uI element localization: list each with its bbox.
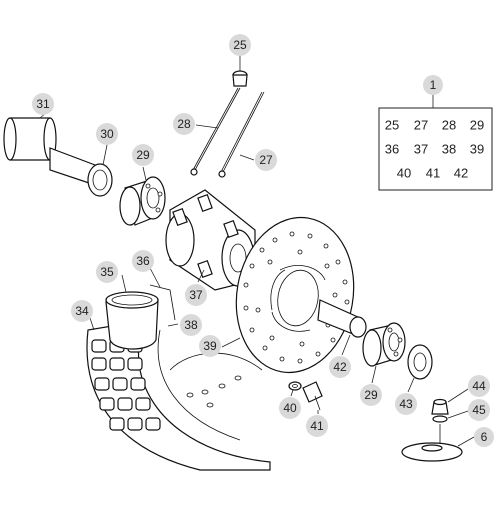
svg-text:38: 38 <box>184 318 198 332</box>
callout-45: 45 <box>468 399 490 421</box>
svg-text:25: 25 <box>233 38 247 52</box>
kit-item: 40 <box>397 166 411 181</box>
svg-text:6: 6 <box>481 430 488 444</box>
bearing-29-right <box>362 322 406 367</box>
kit-item: 39 <box>470 142 484 157</box>
seal-30 <box>87 163 113 197</box>
leader-lines <box>39 56 475 447</box>
washer-40 <box>288 381 302 391</box>
svg-text:31: 31 <box>36 97 50 111</box>
callouts: 1 25 27 28 29 29 30 31 34 35 36 37 38 39… <box>32 34 494 447</box>
svg-text:44: 44 <box>472 379 486 393</box>
rim-holes <box>186 375 242 408</box>
callout-30: 30 <box>96 123 118 145</box>
callout-39: 39 <box>199 335 221 357</box>
callout-29-bottom: 29 <box>360 384 382 406</box>
callout-37: 37 <box>185 284 207 306</box>
callout-36: 36 <box>132 250 154 272</box>
callout-29-top: 29 <box>132 144 154 166</box>
rim-band <box>149 284 176 321</box>
kit-item: 41 <box>426 166 440 181</box>
disc-holes <box>243 231 350 364</box>
kit-item: 42 <box>454 166 468 181</box>
axle-spacer-42 <box>317 299 367 338</box>
kit-item: 28 <box>442 118 456 133</box>
nut-44 <box>431 398 449 415</box>
kit-item: 27 <box>414 118 428 133</box>
kit-item: 25 <box>385 118 399 133</box>
svg-text:37: 37 <box>189 288 203 302</box>
svg-text:42: 42 <box>333 360 347 374</box>
svg-text:28: 28 <box>177 117 191 131</box>
svg-text:29: 29 <box>364 388 378 402</box>
valve-base-6 <box>401 424 463 462</box>
callout-25: 25 <box>229 34 251 56</box>
inner-tube <box>105 291 159 350</box>
svg-text:29: 29 <box>136 148 150 162</box>
callout-34: 34 <box>71 300 93 322</box>
svg-text:40: 40 <box>283 401 297 415</box>
svg-text:43: 43 <box>399 397 413 411</box>
seal-43 <box>407 344 433 380</box>
kit-item: 36 <box>385 142 399 157</box>
callout-6: 6 <box>474 427 494 447</box>
bearing-29-left <box>119 176 166 226</box>
svg-text:27: 27 <box>259 153 273 167</box>
svg-text:34: 34 <box>75 304 89 318</box>
callout-41: 41 <box>306 415 328 437</box>
callout-1: 1 <box>423 75 443 95</box>
rods <box>190 87 265 178</box>
kit-item: 37 <box>414 142 428 157</box>
valve-cap-25 <box>232 70 248 87</box>
svg-text:41: 41 <box>310 419 324 433</box>
washer-45 <box>432 415 448 423</box>
callout-38: 38 <box>180 314 202 336</box>
kit-item: 38 <box>442 142 456 157</box>
callout-28: 28 <box>173 113 195 135</box>
svg-text:45: 45 <box>472 403 486 417</box>
callout-31: 31 <box>32 93 54 115</box>
svg-text:36: 36 <box>136 254 150 268</box>
callout-35: 35 <box>96 261 118 283</box>
callout-44: 44 <box>468 375 490 397</box>
callout-43: 43 <box>395 393 417 415</box>
svg-text:1: 1 <box>430 78 437 92</box>
callout-40: 40 <box>279 397 301 419</box>
svg-text:30: 30 <box>100 127 114 141</box>
callout-42: 42 <box>329 356 351 378</box>
kit-item: 29 <box>470 118 484 133</box>
svg-text:35: 35 <box>100 265 114 279</box>
brake-disc-39 <box>235 216 355 374</box>
bolt-41 <box>302 381 323 411</box>
svg-text:39: 39 <box>203 339 217 353</box>
axle-spacer-31 <box>3 117 96 186</box>
kit-box: 25 27 28 29 36 37 38 39 40 41 42 <box>378 107 493 191</box>
callout-27: 27 <box>255 149 277 171</box>
